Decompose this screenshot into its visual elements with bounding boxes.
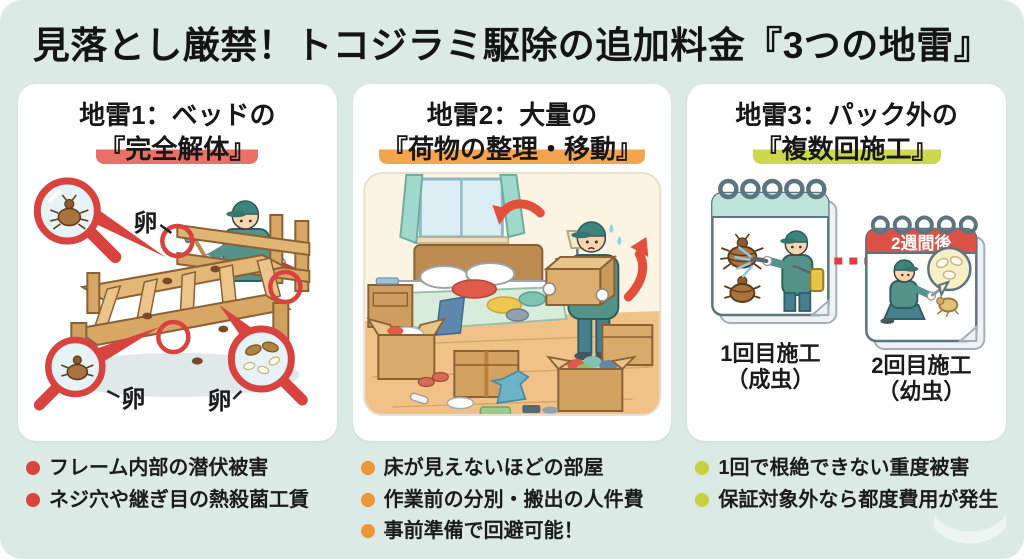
speech-bubble-eggs (927, 246, 972, 298)
panel2-bullet-list: 床が見えないほどの部屋 作業前の分別・搬出の人件費 事前準備で回避可能！ (361, 453, 672, 548)
panel3-bullet-list: 1回で根絶できない重度被害 保証対象外なら都度費用が発生 (695, 453, 1006, 548)
spiral-ring (784, 178, 805, 199)
panel1-heading-highlight: 『完全解体』 (96, 134, 259, 165)
open-box-clothes (545, 355, 637, 412)
bullet-item: 保証対象外なら都度費用が発生 (695, 485, 1006, 517)
calendar2-header-label: 2週間後 (891, 233, 952, 253)
panel1-heading: 地雷1：ベッドの 『完全解体』 (26, 98, 329, 167)
spiral-ring (718, 178, 739, 199)
spiral-ring (806, 178, 827, 199)
open-box (366, 317, 446, 380)
spiral-ring (959, 215, 979, 235)
bedbug-icon (162, 277, 173, 285)
worker-carrying-box (542, 220, 621, 360)
calendar1-label-line2: （成虫） (727, 367, 815, 392)
cluttered-room-illustration (362, 171, 661, 416)
spiral-ring (893, 215, 913, 235)
calendar2-label-line1: 2回目施工 (872, 353, 972, 378)
bed-with-clothes (386, 243, 568, 336)
bullet-item: フレーム内部の潜伏被害 (26, 453, 337, 485)
inspection-ring (160, 223, 195, 258)
magnifier-eggs-icon (219, 304, 308, 406)
spiral-ring (871, 215, 891, 235)
page-curl (957, 324, 978, 342)
arrow-icon (491, 199, 545, 225)
spray-nozzle-icon (752, 256, 769, 263)
panel3-heading: 地雷3：パック外の 『複数回施工』 (695, 98, 998, 167)
scattered-clothes (409, 369, 558, 415)
panel3-heading-line1: 地雷3：パック外の (735, 100, 958, 130)
pesticide-tank-icon (809, 267, 825, 292)
panel2-heading: 地雷2：大量の 『荷物の整理・移動』 (361, 98, 664, 167)
egg-label: 卵 (121, 386, 145, 413)
bullet-item: ネジ穴や継ぎ目の熱殺菌工賃 (26, 485, 337, 517)
bed-disassembly-illustration: 卵 卵 卵 (33, 177, 311, 415)
bullet-item: 作業前の分別・搬出の人件費 (361, 485, 672, 517)
bullet-item: 事前準備で回避可能！ (361, 516, 672, 548)
calendar2-label-line2: （幼虫） (878, 379, 966, 404)
panels-row: 地雷1：ベッドの 『完全解体』 (0, 84, 1024, 441)
calendar1-label-line1: 1回目施工 (721, 341, 821, 366)
worker-spraying (734, 229, 825, 312)
panel3-heading-highlight: 『複数回施工』 (752, 134, 941, 165)
bedbug-icon (724, 275, 762, 303)
egg-label: 卵 (207, 388, 231, 415)
inspection-ring (156, 319, 191, 354)
watermark-chevron-icon (934, 515, 1006, 544)
treatment-calendars-illustration: 1回目施工 （成虫） 2週間後 (711, 178, 986, 404)
magnifier-bug-icon (33, 326, 160, 411)
nymph-bug-icon (936, 296, 960, 317)
sweat-drop (616, 235, 621, 245)
spiral-ring (937, 215, 957, 235)
spiral-ring (740, 178, 761, 199)
egg-label: 卵 (133, 210, 157, 237)
panel-repeat-treatments: 地雷3：パック外の 『複数回施工』 (687, 84, 1006, 441)
panel2-heading-line1: 地雷2：大量の (426, 100, 598, 130)
bedbug-icon (218, 325, 229, 333)
magnifier-bug-icon (33, 177, 166, 263)
bedbug-icon (191, 357, 203, 365)
panel1-bullet-list: フレーム内部の潜伏被害 ネジ穴や継ぎ目の熱殺菌工賃 (26, 453, 337, 548)
bullets-row: フレーム内部の潜伏被害 ネジ穴や継ぎ目の熱殺菌工賃 床が見えないほどの部屋 作業… (0, 441, 1024, 548)
page-title: 見落とし厳禁！トコジラミ駆除の追加料金『3つの地雷』 (32, 25, 992, 66)
panel-luggage-moving: 地雷2：大量の 『荷物の整理・移動』 (352, 84, 672, 441)
panel-bed-disassembly: 地雷1：ベッドの 『完全解体』 (18, 84, 337, 441)
calendar-second-treatment: 2週間後 (865, 215, 986, 350)
panel1-heading-line1: 地雷1：ベッドの (79, 100, 276, 130)
page-curl (809, 298, 830, 316)
cap-icon (231, 199, 260, 215)
spiral-ring (915, 215, 935, 235)
closed-box (452, 349, 519, 398)
calendar-first-treatment (711, 178, 838, 324)
worker-kneeling (880, 258, 945, 324)
inspection-ring (268, 269, 303, 304)
bedbug-icon (210, 265, 221, 273)
bedbug-icon (142, 312, 153, 320)
spiral-ring (762, 178, 783, 199)
arrow-icon (623, 236, 648, 302)
sweat-drop (608, 223, 613, 233)
bullet-item: 1回で根絶できない重度被害 (695, 453, 1006, 485)
spray-mist (734, 245, 754, 278)
panel2-heading-highlight: 『荷物の整理・移動』 (378, 134, 645, 165)
bullet-item: 床が見えないほどの部屋 (361, 453, 672, 485)
curtain (398, 173, 424, 245)
nightstand (366, 277, 413, 328)
